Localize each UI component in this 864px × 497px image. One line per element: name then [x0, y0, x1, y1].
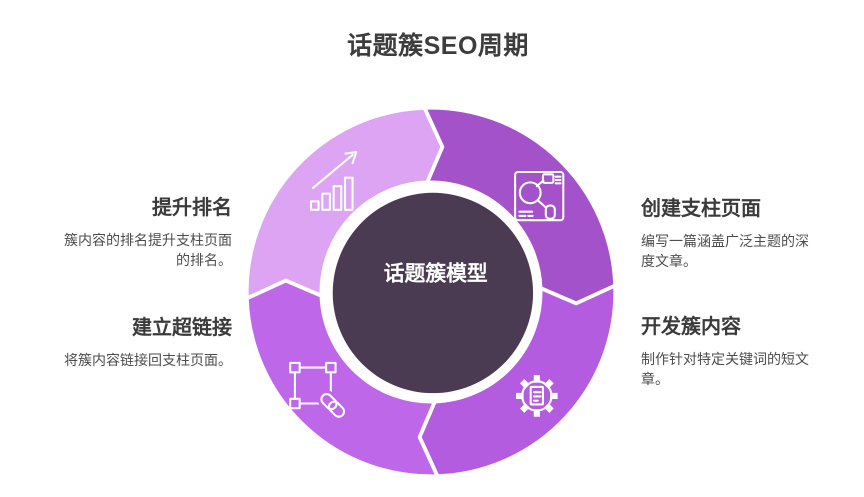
step-block-create-pillar: 创建支柱页面 编写一篇涵盖广泛主题的深度文章。 — [641, 198, 843, 271]
step-block-develop-cluster: 开发簇内容 制作针对特定关键词的短文章。 — [641, 316, 843, 389]
step-block-boost-ranking: 提升排名 簇内容的排名提升支柱页面的排名。 — [30, 197, 232, 270]
step-body-boost-ranking: 簇内容的排名提升支柱页面的排名。 — [64, 232, 232, 268]
step-heading-build-links: 建立超链接 — [132, 317, 232, 339]
chain-link-icon — [320, 393, 346, 418]
segment-build-links — [244, 278, 440, 479]
hub-label: 话题簇模型 — [384, 262, 488, 286]
page-title: 话题簇SEO周期 — [347, 32, 529, 60]
pillar-page-icon — [514, 170, 565, 222]
link-selection-icon — [289, 361, 348, 421]
step-heading-boost-ranking: 提升排名 — [152, 197, 232, 219]
gear-document-icon — [516, 375, 558, 417]
step-block-build-links: 建立超链接 将簇内容链接回支柱页面。 — [30, 317, 232, 370]
cycle-diagram: 话题簇模型 — [244, 105, 618, 479]
step-body-build-links: 将簇内容链接回支柱页面。 — [64, 352, 232, 368]
step-body-create-pillar: 编写一篇涵盖广泛主题的深度文章。 — [641, 233, 809, 269]
step-body-develop-cluster: 制作针对特定关键词的短文章。 — [641, 351, 809, 387]
step-heading-create-pillar: 创建支柱页面 — [641, 198, 761, 220]
hub-circle — [332, 192, 534, 394]
growth-chart-icon — [309, 151, 358, 211]
step-heading-develop-cluster: 开发簇内容 — [641, 316, 741, 338]
